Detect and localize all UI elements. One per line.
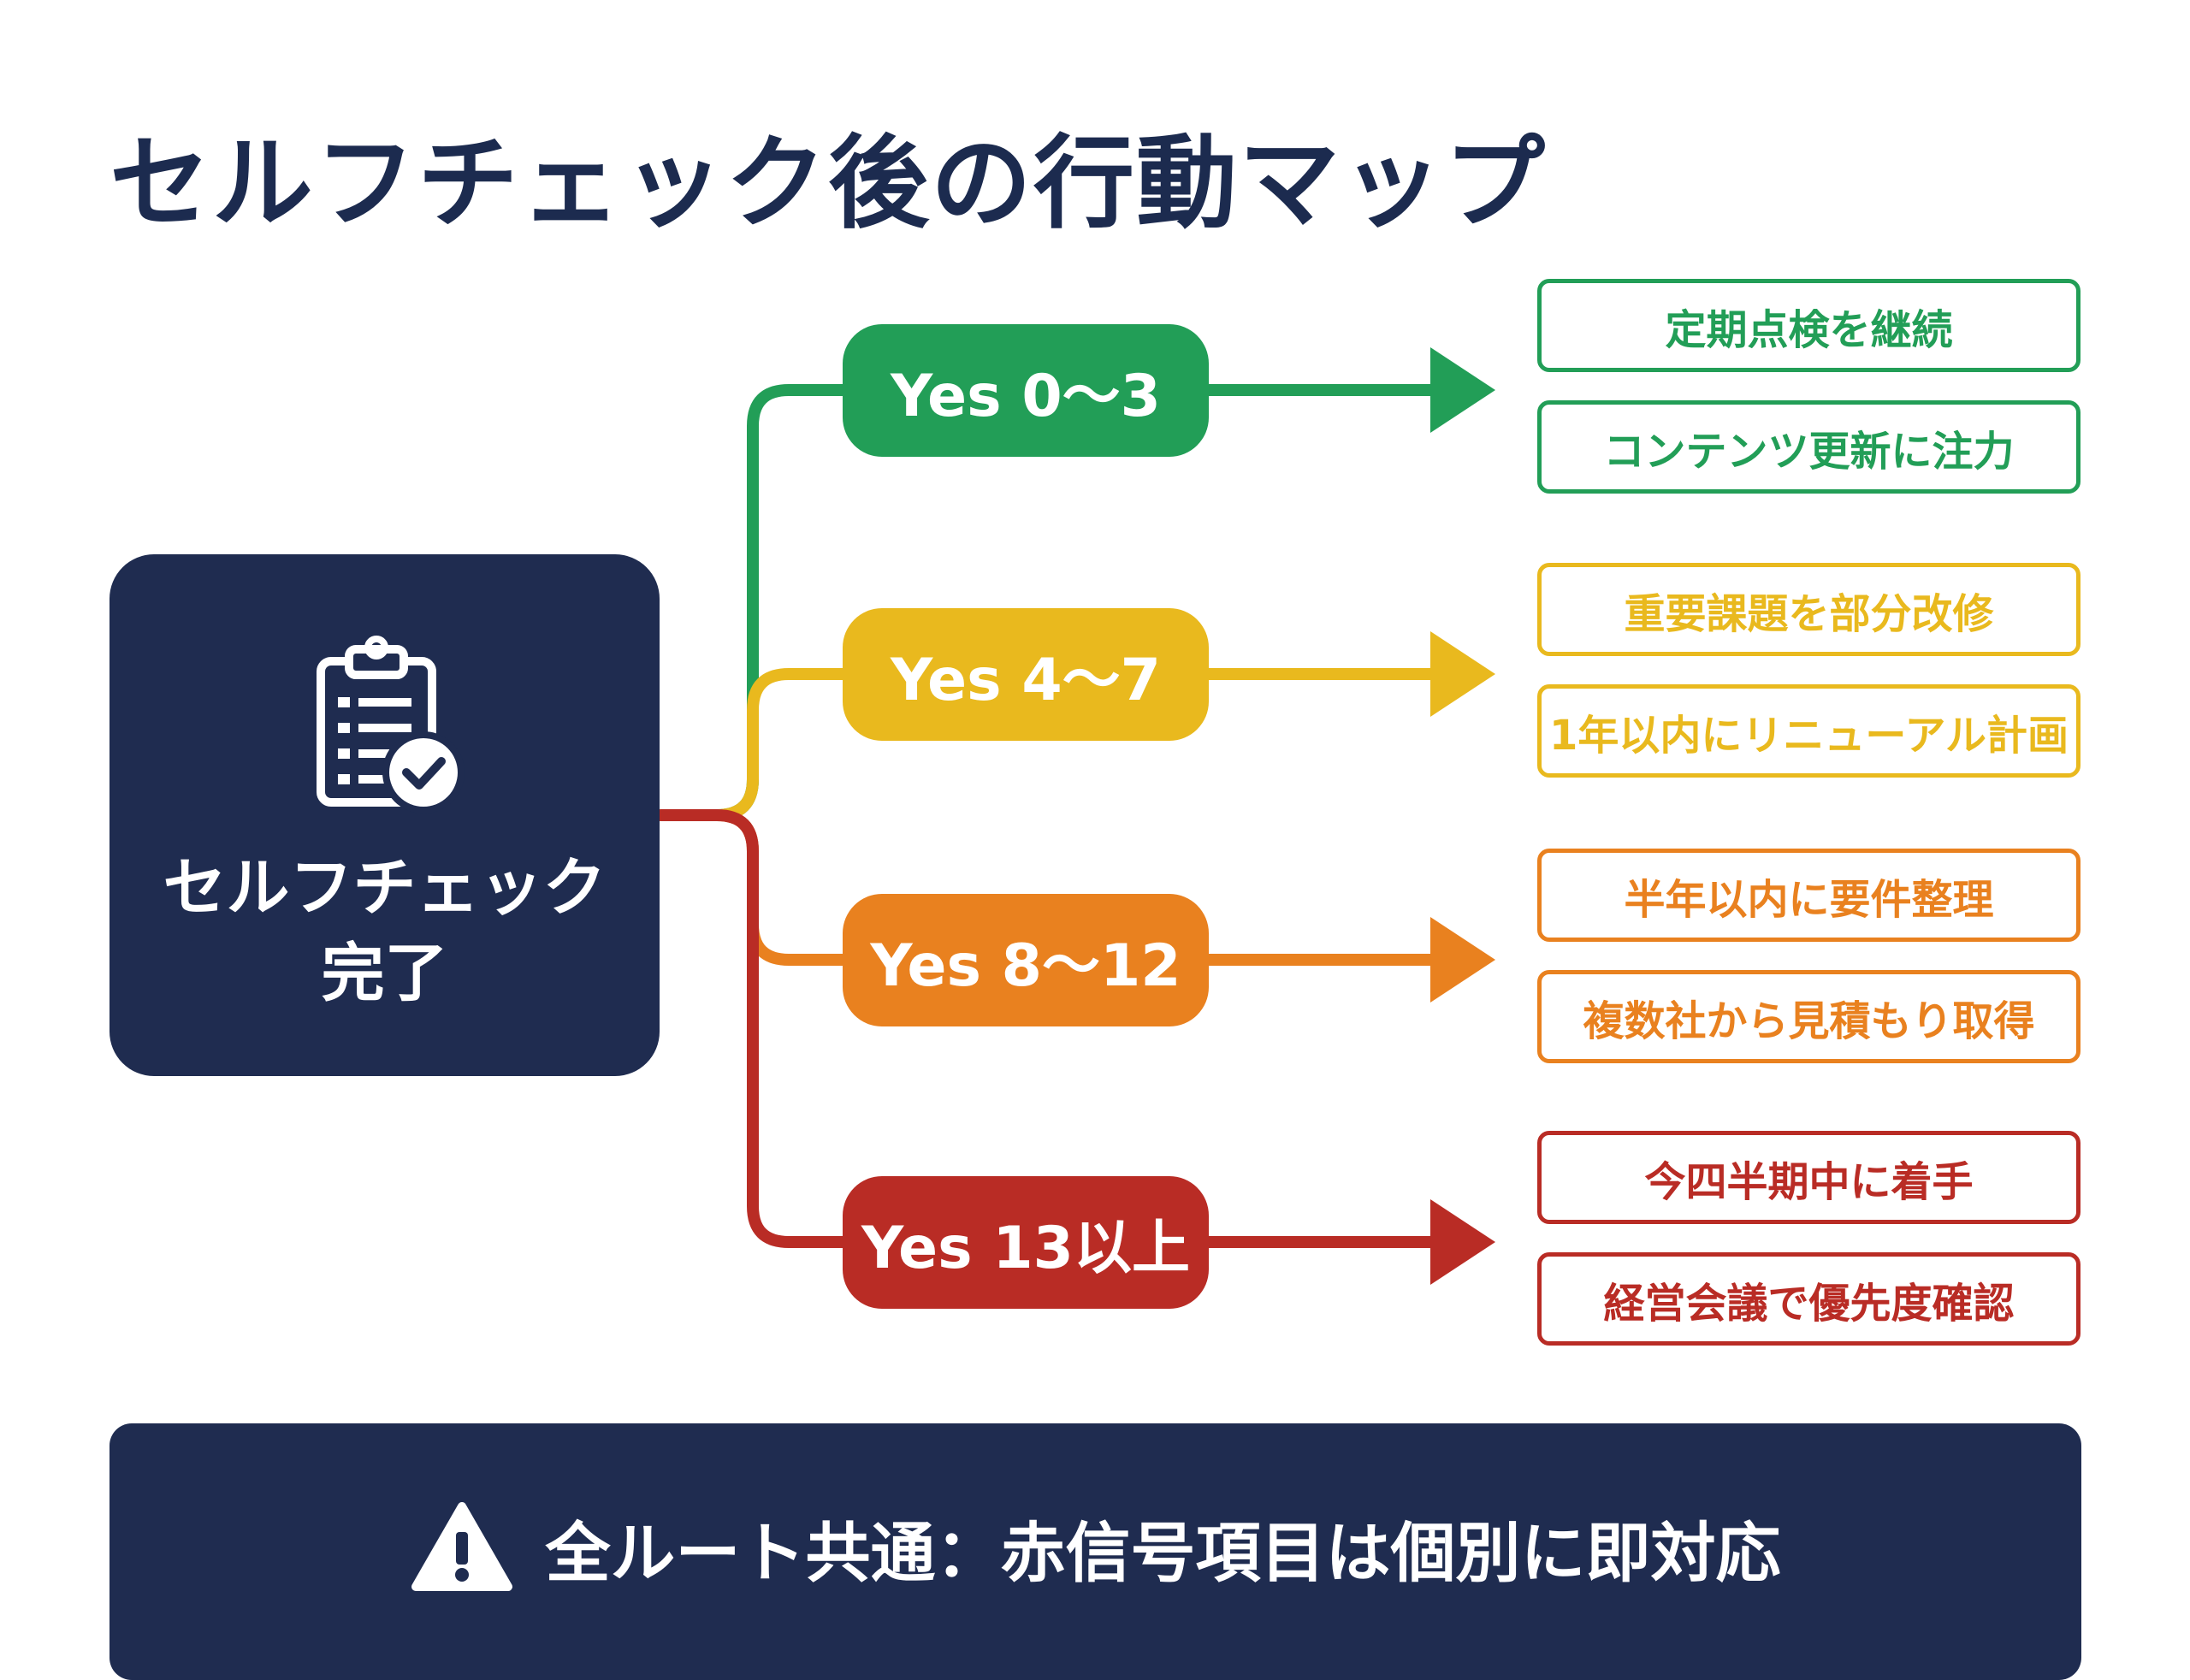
route-connectors [655,347,1495,1285]
route-pill-yellow: Yes 4〜7 [843,608,1209,741]
action-red-1: 今四半期中に着手 [1537,1131,2080,1224]
arrow-head-yellow [1430,631,1495,717]
arrow-head-orange [1430,917,1495,1003]
footer-banner: 全ルート共通：赤信号項目は個別に即対応 [110,1423,2081,1680]
route-pill-red: Yes 13以上 [843,1176,1209,1309]
warning-icon [411,1502,512,1591]
route-pill-orange: Yes 8〜12 [843,894,1209,1026]
arrow-head-red [1430,1199,1495,1285]
action-green-2: コンテンツ更新に注力 [1537,400,2080,494]
start-node-label: セルフチェック 完了 [163,851,607,1010]
clipboard-check-icon [317,636,465,813]
connector-yellow [655,668,861,821]
action-orange-1: 半年以内に要件整理 [1537,849,2080,942]
start-node: セルフチェック 完了 [110,554,660,1076]
action-orange-2: 複数社から見積もり取得 [1537,970,2080,1063]
page-title: セルフチェック後の行動マップ [110,124,1548,242]
action-yellow-1: 重要課題を部分改修 [1537,563,2080,656]
route-pill-green: Yes 0〜3 [843,324,1209,457]
action-red-2: 経営会議で優先度確認 [1537,1252,2080,1346]
footer-text: 全ルート共通：赤信号項目は個別に即対応 [545,1515,1781,1591]
arrow-head-green [1430,347,1495,433]
action-green-1: 定期点検を継続 [1537,279,2080,372]
connector-red [655,809,861,1248]
action-yellow-2: 1年以内にリニューアル計画 [1537,684,2080,778]
